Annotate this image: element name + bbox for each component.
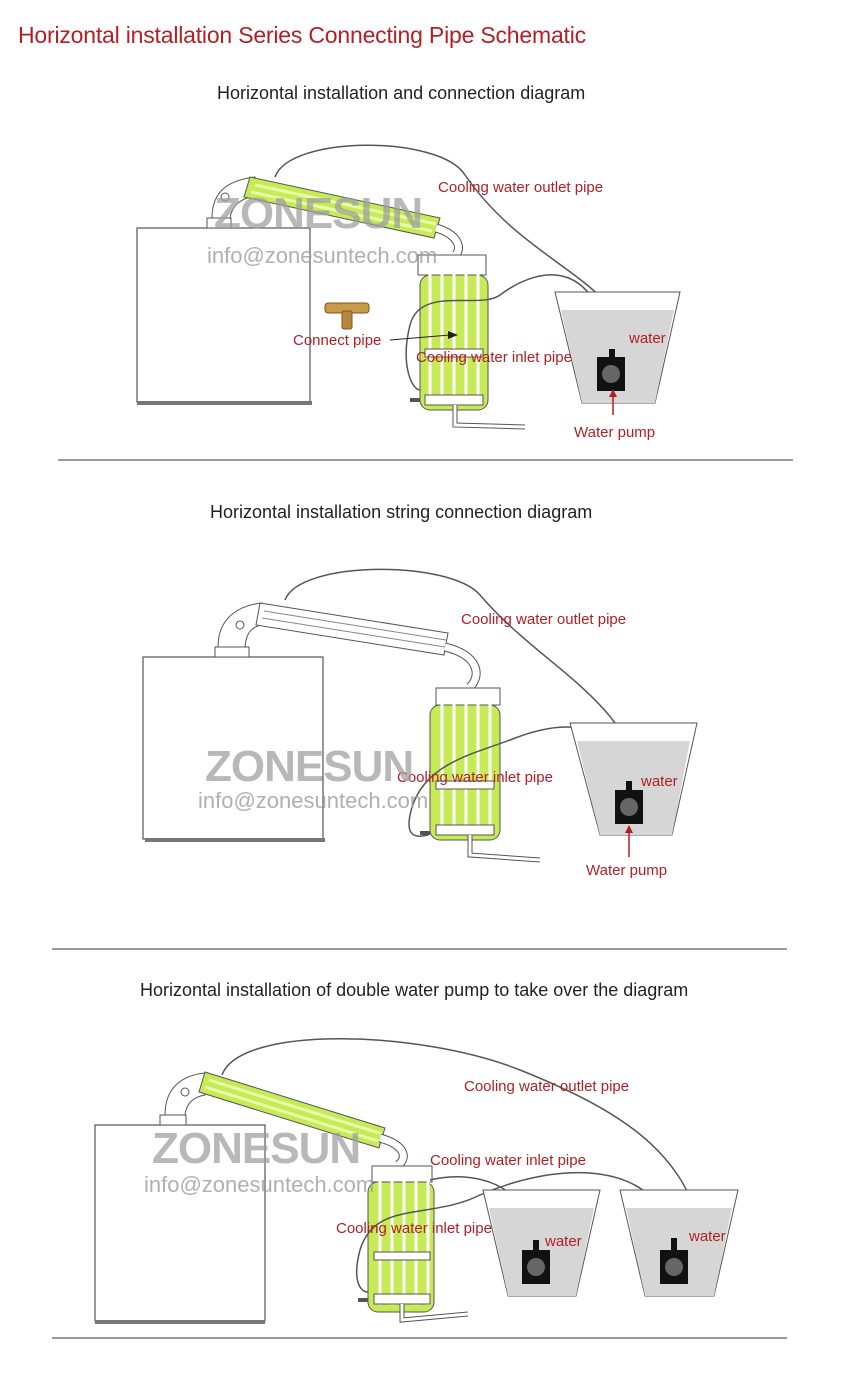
label-water-right: water xyxy=(688,1228,726,1245)
diagram-3: Cooling water outlet pipe Cooling water … xyxy=(0,1030,850,1330)
label-outlet-pipe: Cooling water outlet pipe xyxy=(464,1078,629,1095)
elbow-knob xyxy=(235,620,245,630)
diagram-1-svg: Cooling water outlet pipe Connect pipe C… xyxy=(136,144,681,441)
label-outlet-pipe: Cooling water outlet pipe xyxy=(461,611,626,628)
diagram-2: Cooling water outlet pipe Cooling water … xyxy=(0,555,850,895)
label-water: water xyxy=(628,330,666,347)
water-bucket xyxy=(554,291,681,404)
vertical-condenser xyxy=(410,254,526,430)
horizontal-condenser xyxy=(255,602,449,656)
boiler-tank xyxy=(136,217,312,405)
water-bucket-left xyxy=(482,1189,601,1297)
page-title: Horizontal installation Series Connectin… xyxy=(18,22,586,48)
divider-2 xyxy=(52,948,787,950)
label-inlet-pipe-lower: Cooling water inlet pipe xyxy=(336,1220,492,1237)
label-inlet-pipe: Cooling water inlet pipe xyxy=(397,769,553,786)
label-connect-pipe: Connect pipe xyxy=(293,332,381,349)
label-water-left: water xyxy=(544,1233,582,1250)
label-outlet-pipe: Cooling water outlet pipe xyxy=(438,179,603,196)
elbow-knob xyxy=(220,192,230,202)
diagram-1: Cooling water outlet pipe Connect pipe C… xyxy=(0,135,850,445)
divider-3 xyxy=(52,1337,787,1339)
section-3-heading: Horizontal installation of double water … xyxy=(140,980,689,1000)
watermark-email: info@zonesuntech.com xyxy=(144,1172,374,1197)
boiler-tank xyxy=(94,1114,266,1324)
diagram-2-svg: Cooling water outlet pipe Cooling water … xyxy=(142,568,698,879)
label-water-pump: Water pump xyxy=(586,862,667,879)
watermark-brand: ZONESUN xyxy=(214,189,422,238)
elbow-knob xyxy=(180,1087,190,1097)
water-bucket-right xyxy=(619,1189,739,1297)
watermark-email: info@zonesuntech.com xyxy=(207,243,437,268)
vertical-condenser xyxy=(358,1165,469,1323)
label-water-pump: Water pump xyxy=(574,424,655,441)
diagram-3-svg: Cooling water outlet pipe Cooling water … xyxy=(94,1038,739,1324)
divider-1 xyxy=(58,459,793,461)
watermark-brand: ZONESUN xyxy=(152,1124,360,1173)
horizontal-condenser xyxy=(198,1071,386,1149)
connect-pipe-tee xyxy=(324,302,370,330)
boiler-tank xyxy=(142,646,325,842)
water-bucket xyxy=(569,722,698,836)
label-inlet-pipe-upper: Cooling water inlet pipe xyxy=(430,1152,586,1169)
section-2-heading: Horizontal installation string connectio… xyxy=(210,502,593,522)
watermark-email: info@zonesuntech.com xyxy=(198,788,428,813)
watermark-brand: ZONESUN xyxy=(205,742,413,791)
label-water: water xyxy=(640,773,678,790)
vertical-condenser xyxy=(420,687,541,863)
label-inlet-pipe: Cooling water inlet pipe xyxy=(416,349,572,366)
section-1-heading: Horizontal installation and connection d… xyxy=(217,83,586,103)
horizontal-condenser xyxy=(243,176,441,239)
